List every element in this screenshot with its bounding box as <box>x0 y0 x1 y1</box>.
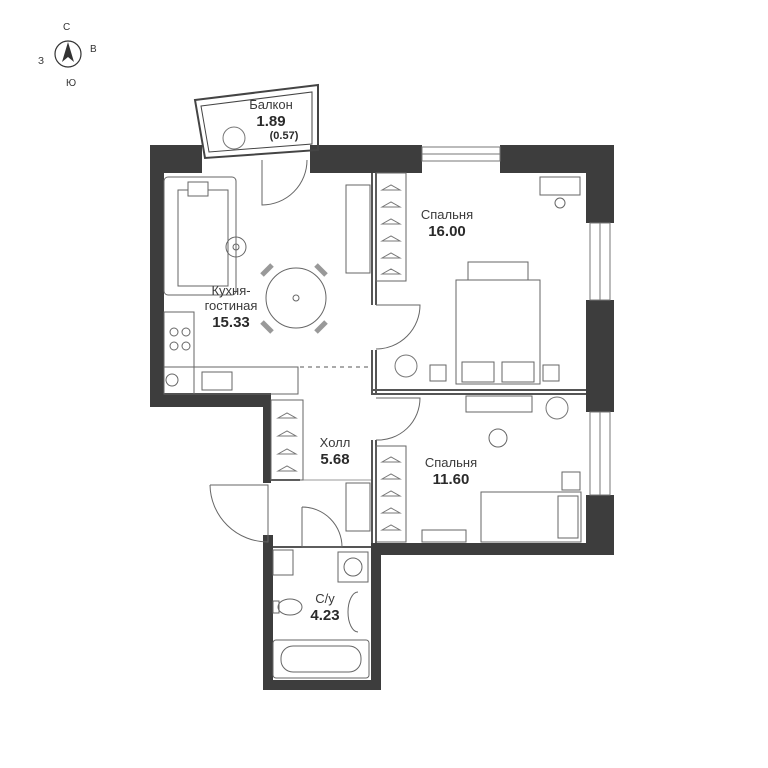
bathroom-fixtures <box>272 549 370 679</box>
balcony <box>193 83 319 160</box>
compass-icon <box>54 40 82 68</box>
room-label-balcony: Балкон 1.89 (0.57) <box>236 97 306 143</box>
room-name: Кухня- гостиная <box>204 283 258 313</box>
room-area-sub: (0.57) <box>269 130 299 143</box>
room-name: С/у <box>315 591 335 606</box>
doors <box>209 159 421 548</box>
room-area: 1.89 <box>256 112 286 130</box>
kitchen-furniture <box>163 176 371 395</box>
compass-east: В <box>90 44 97 55</box>
room-label-bedroom2: Спальня 11.60 <box>416 455 486 488</box>
room-area: 5.68 <box>320 450 350 468</box>
room-name: Спальня <box>424 455 478 470</box>
walls <box>150 145 614 690</box>
compass-south: Ю <box>66 78 77 89</box>
interior-walls <box>164 173 586 548</box>
room-area: 15.33 <box>212 313 250 331</box>
room-name: Холл <box>319 435 351 450</box>
room-label-bedroom1: Спальня 16.00 <box>412 207 482 240</box>
plants <box>222 126 569 420</box>
room-area: 11.60 <box>432 470 470 488</box>
room-name: Балкон <box>249 97 293 112</box>
room-area: 16.00 <box>428 222 466 240</box>
room-name: Спальня <box>420 207 474 222</box>
room-label-kitchen: Кухня- гостиная 15.33 <box>196 283 266 331</box>
room-area: 4.23 <box>310 606 340 624</box>
room-label-bathroom: С/у 4.23 <box>300 591 350 624</box>
compass-north: С <box>63 22 71 33</box>
bedroom2-furniture <box>375 395 582 543</box>
bedroom1-furniture <box>375 172 581 385</box>
windows <box>421 146 611 496</box>
room-label-hall: Холл 5.68 <box>310 435 360 468</box>
hall-furniture <box>270 399 371 532</box>
compass-west: З <box>38 56 45 67</box>
